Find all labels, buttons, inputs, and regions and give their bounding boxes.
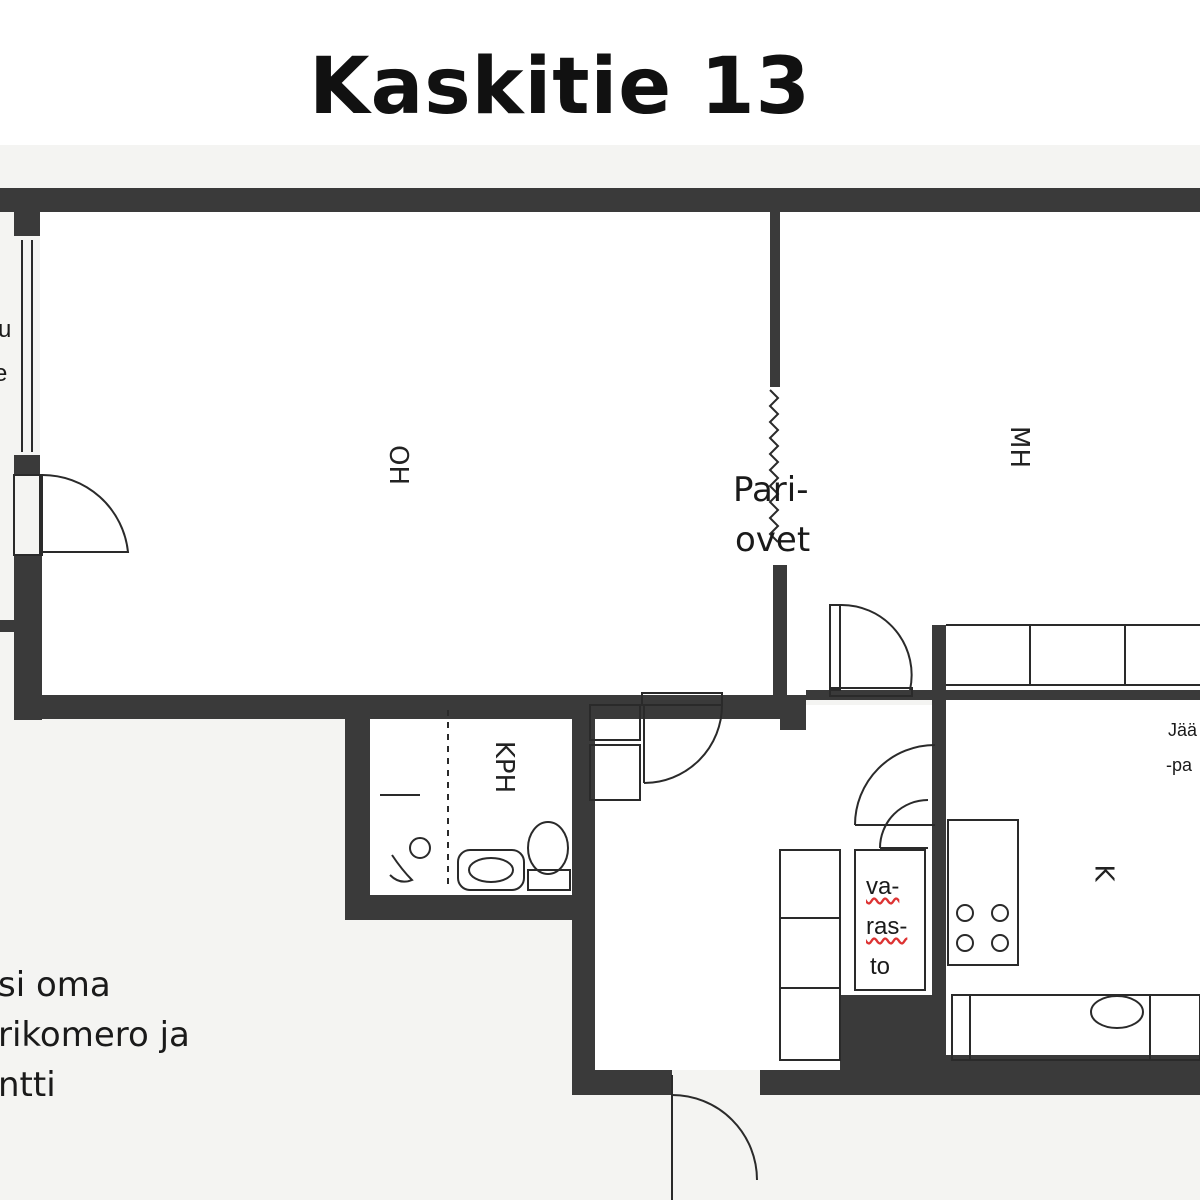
wall-core [840,995,940,1075]
wall-bedroom-bottom [806,690,1200,700]
door-sill-bedroom [829,687,913,697]
wall-left-fragment [0,620,14,632]
wall-living-bottom [14,695,784,719]
room-label-bedroom: MH [1003,426,1034,468]
wall-left-stub [14,455,40,475]
storage-label-2: ras- [866,913,908,940]
hall-closet-top [589,704,641,741]
hall-closet-bottom [589,744,641,801]
bottom-note-line-1: si oma [0,965,111,1005]
left-fragment-label-1: u [0,316,12,343]
page-title: Kaskitie 13 [309,42,811,132]
wall-left-top [14,196,40,236]
wall-hall-bottom-right [760,1070,1200,1095]
fixtures [13,240,1200,1200]
wall-bath-left [345,705,370,920]
wall-hall-left [572,705,595,1095]
bath-door-swing [643,704,723,784]
door-leaf-bedroom [829,604,841,691]
kitchen-counter-bottom [951,994,1200,1061]
hall-cabinet [779,849,841,1061]
room-label-bathroom: KPH [489,740,520,794]
shower-head [409,837,431,859]
stove-burner-2 [991,904,1009,922]
double-doors-label-1: Pari- [733,470,809,510]
bath-door-sill [641,692,723,706]
door-swing-left [41,473,130,553]
wall-partition-upper [770,212,780,387]
double-door-fold [768,389,780,543]
wall-kitchen-bottom [935,1055,1200,1070]
floor-living-bedroom [40,210,1200,700]
stove-burner-1 [956,904,974,922]
left-fragment-label-2: e [0,360,8,387]
floor-kitchen [945,700,1200,1060]
door-frame-left [13,474,43,556]
double-doors-label-2: ovet [735,520,811,560]
door-swing-bedroom [839,603,913,691]
fridge-label-1: Jää [1168,720,1198,740]
wall-column [780,695,806,730]
kitchen-door-swing [854,744,936,826]
walls [0,188,1200,1095]
wall-partition-lower [773,565,787,705]
wall-kitchen-left [932,625,946,1065]
shower-hose [389,854,414,883]
toilet [527,821,569,875]
wall-bath-bottom [345,895,585,920]
toilet-tank [527,869,571,891]
wall-left-lower [14,555,42,720]
storage-room [854,849,926,991]
kitchen-counter-left [947,819,1019,966]
storage-label-3: to [870,953,891,980]
storage-door-swing [879,799,929,849]
bath-sink [457,849,525,891]
wall-top [0,188,1200,212]
storage-label-1: va- [866,873,900,900]
stove-burner-4 [991,934,1009,952]
stove-burner-3 [956,934,974,952]
entrance-door-swing [671,1094,758,1181]
bottom-note-line-3: ntti [0,1065,56,1105]
floor-bathroom [370,705,580,895]
room-label-living: OH [383,444,414,486]
bottom-note-line-2: rikomero ja [0,1015,190,1055]
bath-sink-bowl [468,857,514,883]
wall-hall-bottom-left [572,1070,672,1095]
fridge-label-2: -pa [1166,755,1193,775]
kitchen-sink [1090,995,1144,1029]
room-label-kitchen: K [1088,864,1119,882]
